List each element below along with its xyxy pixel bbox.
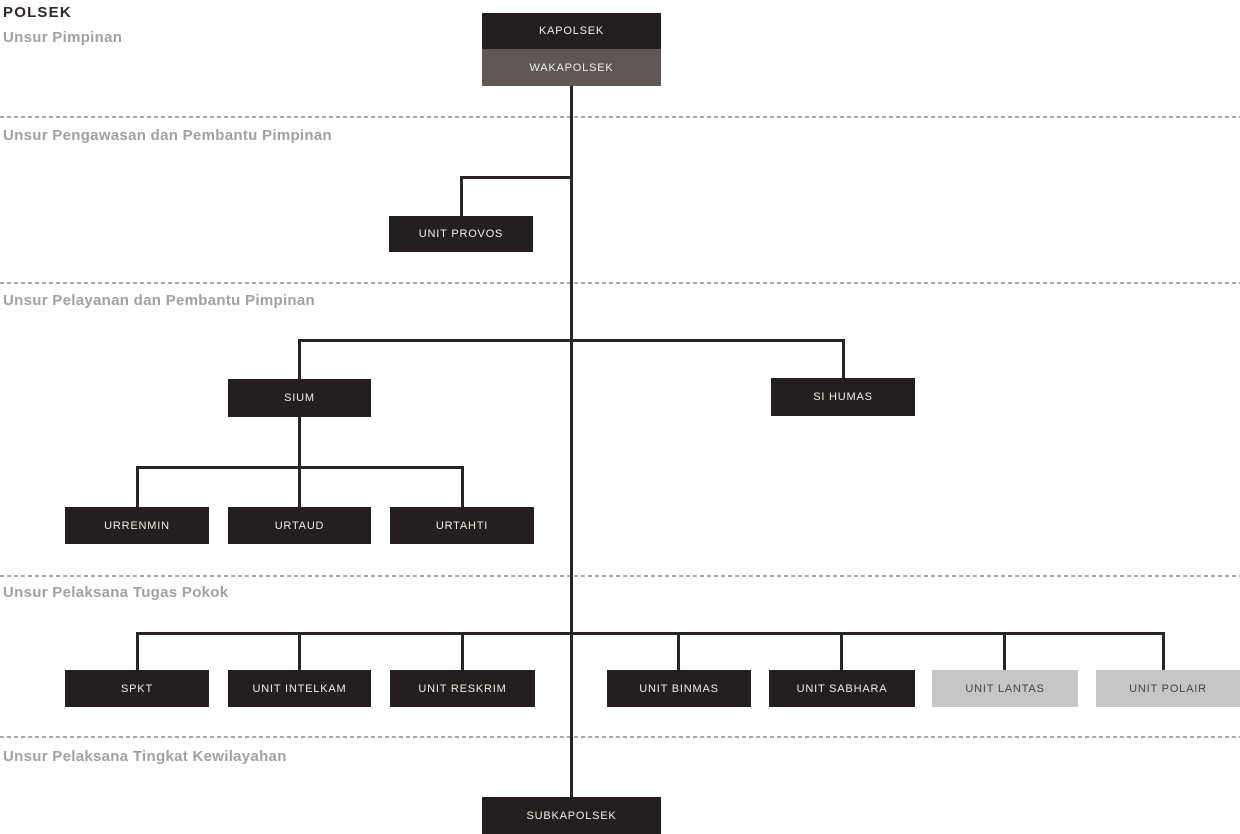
node-unit-intelkam: UNIT INTELKAM [228,670,371,707]
connector-binmas-drop [677,632,680,670]
section-divider-2 [0,282,1240,284]
connector-urrenmin-drop [136,466,139,507]
connector-lantas-drop [1003,632,1006,670]
section-divider-4 [0,736,1240,738]
connector-urtahti-drop [461,466,464,507]
connector-polair-drop [1162,632,1165,670]
section-label-unsur-pengawasan: Unsur Pengawasan dan Pembantu Pimpinan [3,127,332,144]
node-wakapolsek: WAKAPOLSEK [482,49,661,86]
connector-intelkam-drop [298,632,301,670]
section-label-unsur-pimpinan: Unsur Pimpinan [3,29,123,46]
connector-pelayanan-horizontal [298,339,845,342]
section-label-unsur-pelayanan: Unsur Pelayanan dan Pembantu Pimpinan [3,292,316,309]
node-unit-polair: UNIT POLAIR [1096,670,1240,707]
node-spkt: SPKT [65,670,209,707]
section-label-unsur-pelaksana-tugas-pokok: Unsur Pelaksana Tugas Pokok [3,584,229,601]
node-subkapolsek: SUBKAPOLSEK [482,797,661,834]
node-sium: SIUM [228,379,371,417]
connector-main-vertical [570,86,573,797]
node-si-humas: SI HUMAS [771,378,915,416]
node-unit-lantas: UNIT LANTAS [932,670,1078,707]
node-urtahti: URTAHTI [390,507,534,544]
connector-provos-drop [460,176,463,216]
node-unit-sabhara: UNIT SABHARA [769,670,915,707]
node-unit-provos: UNIT PROVOS [389,216,533,252]
connector-spkt-drop [136,632,139,670]
connector-reskrim-drop [461,632,464,670]
node-urrenmin: URRENMIN [65,507,209,544]
node-unit-reskrim: UNIT RESKRIM [390,670,535,707]
connector-sihumas-drop [842,339,845,378]
connector-provos-horizontal [460,176,573,179]
node-kapolsek: KAPOLSEK [482,13,661,49]
node-unit-binmas: UNIT BINMAS [607,670,751,707]
node-urtaud: URTAUD [228,507,371,544]
connector-sium-stem [298,416,301,468]
section-divider-1 [0,116,1240,118]
connector-tugas-pokok-horizontal [136,632,1165,635]
page-title: POLSEK [3,4,72,21]
section-label-unsur-pelaksana-kewilayahan: Unsur Pelaksana Tingkat Kewilayahan [3,748,287,765]
connector-sium-drop [298,339,301,379]
connector-urtaud-drop [298,466,301,507]
section-divider-3 [0,575,1240,577]
connector-sabhara-drop [840,632,843,670]
